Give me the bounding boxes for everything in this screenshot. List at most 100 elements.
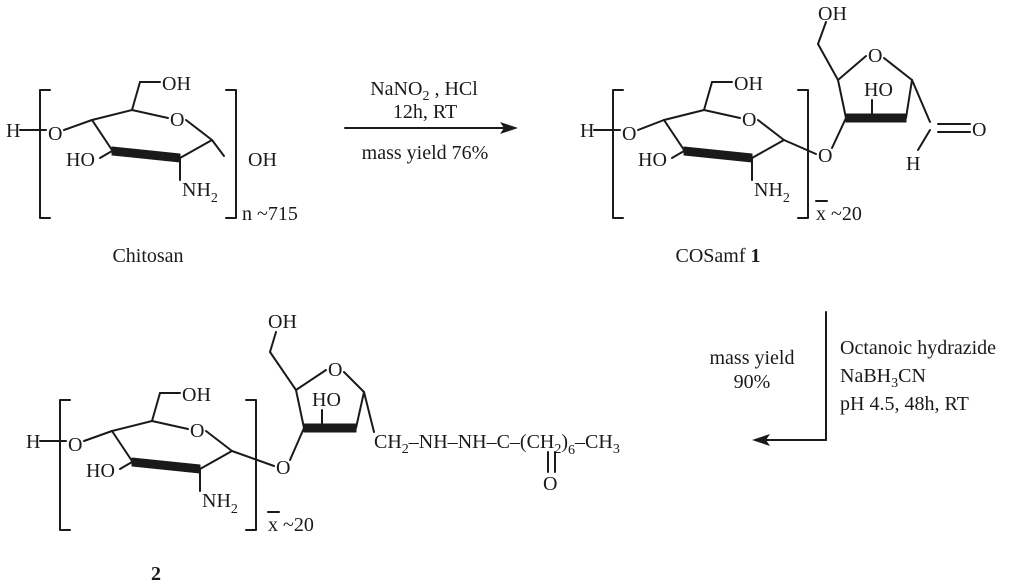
cosamf-ring-bond (663, 109, 705, 121)
product2-oh-top: OH (182, 384, 211, 406)
cosamf-right-bracket (797, 89, 809, 219)
cosamf-furanose-o: O (868, 45, 882, 67)
step1-arrowhead (500, 122, 518, 134)
step1-reagent-line2: 12h, RT (393, 101, 457, 123)
chitosan-ring-bond (91, 109, 133, 121)
cosamf-ring-bond (663, 119, 685, 151)
chitosan-ring-bond (91, 119, 113, 151)
product2-furanose-bond (355, 391, 365, 429)
chitosan-oh-end-bond (211, 139, 225, 157)
step2-conditions: mass yield 90% Octanoic hydrazide NaBH3C… (710, 311, 996, 446)
step2-arrowhead (752, 434, 770, 446)
cosamf-ring-bond (757, 119, 785, 141)
product2-ring-bond (205, 430, 233, 452)
product2-glyco-bond (231, 450, 275, 467)
chitosan-left-bracket (39, 89, 51, 219)
product2-furanose-bond (295, 369, 327, 391)
step1-conditions: NaNO2 , HCl 12h, RT mass yield 76% (344, 78, 518, 164)
cosamf-furanose-wedge (845, 113, 907, 123)
cosamf-furanose-bond (837, 55, 867, 81)
cosamf-structure: H O O OH HO NH2 O O HO OH (580, 3, 986, 267)
product2-h: H (26, 431, 40, 453)
product2-ch2-bond (151, 392, 161, 422)
product2-left-bracket (59, 399, 71, 531)
chitosan-ho-bond (99, 150, 113, 159)
chitosan-ring-o: O (170, 109, 184, 131)
product2-chain-bond (363, 391, 375, 433)
product2-link-o: O (276, 457, 290, 479)
cosamf-furanose-ho: HO (864, 79, 893, 101)
cosamf-furanose-bond (883, 57, 913, 81)
chitosan-o-left: O (48, 123, 62, 145)
cosamf-h: H (580, 120, 594, 142)
product2-furanose-oh: OH (268, 311, 297, 333)
product2-ring-bond (151, 420, 189, 430)
step2-reagent-line3: pH 4.5, 48h, RT (840, 393, 969, 415)
product2-ho: HO (86, 460, 115, 482)
cosamf-ald-h: H (906, 153, 920, 175)
cosamf-furanose-oh: OH (818, 3, 847, 25)
product2-ho-bond (119, 461, 133, 470)
cosamf-ald-h-bond (917, 129, 931, 151)
product2-furanose-ch2-bond (269, 331, 277, 353)
product2-structure: H O O OH HO NH2 O O HO OH CH2– (26, 311, 620, 585)
product2-carbonyl-o: O (543, 473, 557, 495)
chitosan-repeat: n ~715 (242, 203, 298, 225)
chitosan-ring-bond (185, 119, 213, 141)
step1-reagent-line1: NaNO2 , HCl (370, 78, 478, 104)
cosamf-glyco-bond (831, 117, 847, 149)
product2-furanose-o: O (328, 359, 342, 381)
chitosan-ho: HO (66, 149, 95, 171)
step2-yield-line1: mass yield (710, 347, 795, 369)
cosamf-nh2: NH2 (754, 179, 790, 206)
product2-furanose-wedge (303, 423, 357, 433)
cosamf-link-o: O (818, 145, 832, 167)
cosamf-glyco-bond (783, 139, 817, 155)
chitosan-oh-end: OH (248, 149, 277, 171)
chitosan-right-bracket (225, 89, 237, 219)
product2-repeat: x ~20 (268, 514, 314, 536)
product2-furanose-bond (295, 389, 305, 429)
chitosan-ch2-bond (131, 81, 141, 111)
cosamf-o-left: O (622, 123, 636, 145)
chitosan-ring-wedge (111, 146, 181, 163)
cosamf-ho-bond (671, 150, 685, 159)
cosamf-label: COSamf 1 (676, 245, 761, 267)
chitosan-ring-bond (131, 109, 169, 119)
product2-ring-o: O (190, 420, 204, 442)
product2-label: 2 (151, 563, 161, 585)
product2-furanose-ch2-bond (269, 351, 297, 391)
product2-furanose-bond (343, 371, 365, 393)
chitosan-oh-top: OH (162, 73, 191, 95)
product2-right-bracket (245, 399, 257, 531)
product2-ring-wedge (131, 457, 201, 474)
product2-ring-bond (199, 450, 233, 470)
cosamf-furanose-ch2-bond (817, 43, 839, 81)
step1-yield: mass yield 76% (362, 142, 489, 164)
product2-nh2: NH2 (202, 490, 238, 517)
chitosan-o-c4-bond (63, 119, 93, 131)
chitosan-structure: H O O OH HO OH NH2 n ~715 Chitosan (6, 73, 298, 267)
cosamf-furanose-bond (905, 79, 913, 119)
step2-reagent-line1: Octanoic hydrazide (840, 337, 996, 359)
cosamf-ring-wedge (683, 146, 753, 163)
product2-furanose-ho: HO (312, 389, 341, 411)
cosamf-repeat: x ~20 (816, 203, 862, 225)
cosamf-ring-o: O (742, 109, 756, 131)
step2-reagent-line2: NaBH3CN (840, 365, 926, 391)
chitosan-nh2: NH2 (182, 179, 218, 206)
cosamf-ho: HO (638, 149, 667, 171)
chitosan-ring-bond (179, 139, 213, 159)
cosamf-o-c4-bond (637, 119, 665, 131)
product2-glyco-bond (289, 427, 305, 461)
product2-o-left: O (68, 434, 82, 456)
cosamf-ald-bond (911, 79, 931, 123)
chitosan-h: H (6, 120, 20, 142)
product2-ring-bond (111, 420, 153, 432)
chitosan-label: Chitosan (112, 245, 183, 267)
cosamf-furanose-ch2-bond (817, 21, 827, 45)
step2-yield-line2: 90% (734, 371, 771, 393)
cosamf-ch2-bond (703, 81, 713, 111)
cosamf-ring-bond (751, 139, 785, 159)
